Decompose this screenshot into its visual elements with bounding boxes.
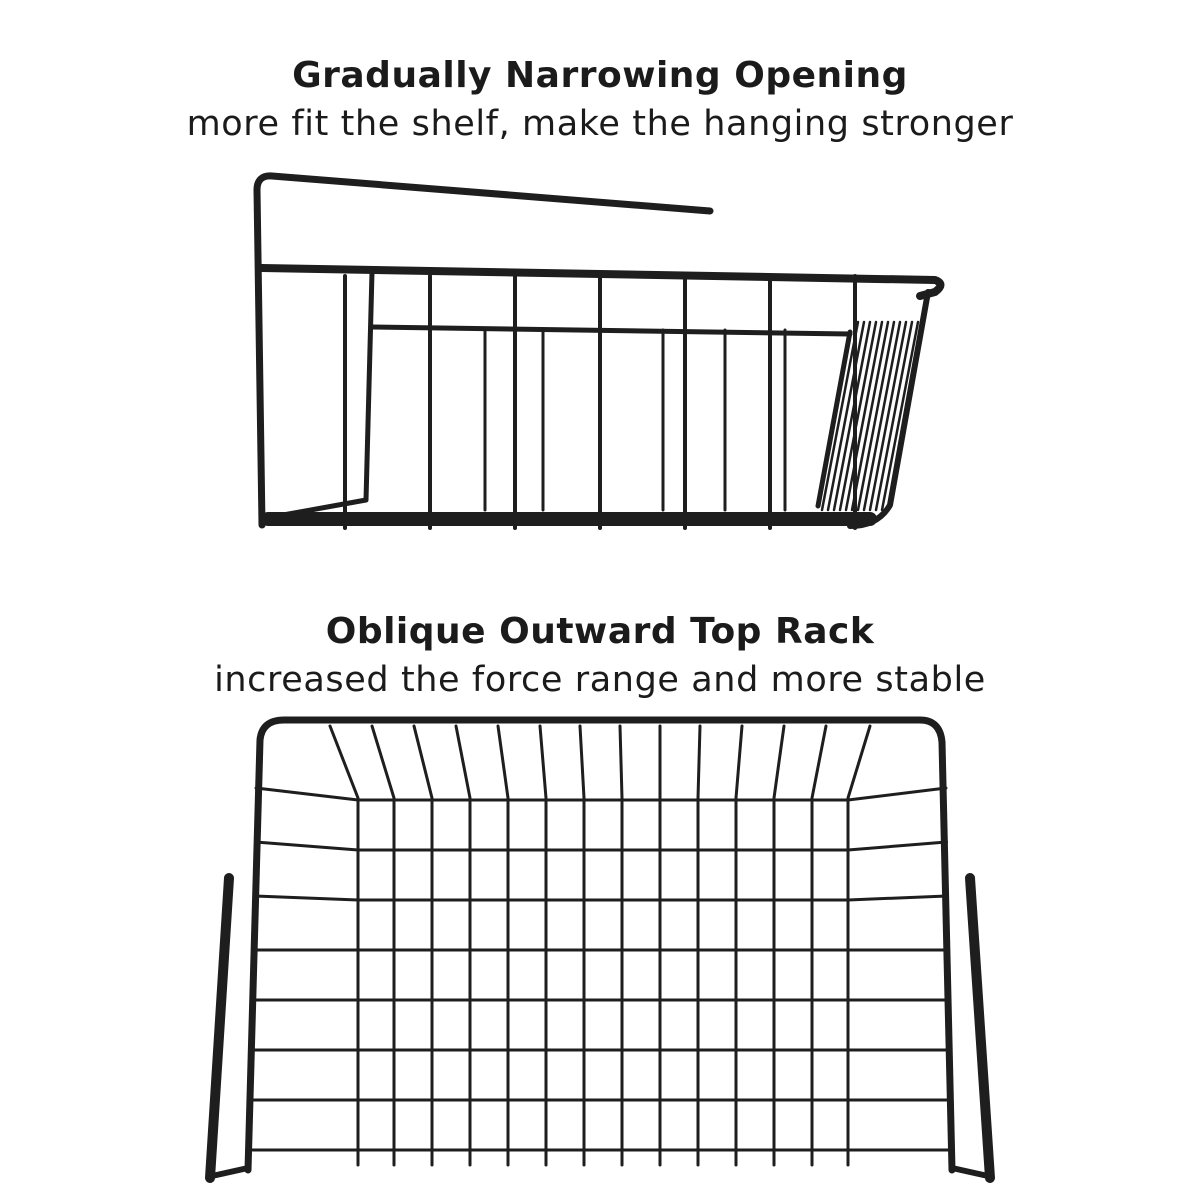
basket-top-frame xyxy=(205,716,995,1183)
basket-end-wire xyxy=(874,320,914,512)
grid-vertical-wire xyxy=(496,724,510,1167)
basket-end-wire xyxy=(886,320,926,512)
basket-end-wire xyxy=(856,320,896,512)
grid-vertical-wire xyxy=(810,724,828,1167)
grid-vertical-wire xyxy=(696,724,702,1167)
basket-side-view-illustration xyxy=(253,172,945,530)
basket-end-wire xyxy=(832,320,872,512)
feature-title: Oblique Outward Top Rack xyxy=(325,611,875,652)
grid-vertical-wire xyxy=(578,724,586,1167)
grid-vertical-wire xyxy=(618,724,624,1167)
basket-end-wire xyxy=(820,320,860,512)
grid-horizontal-wire xyxy=(253,894,949,902)
grid-vertical-wire xyxy=(412,724,434,1167)
grid-vertical-wire xyxy=(328,724,360,1167)
grid-vertical-wire xyxy=(538,724,548,1167)
grid-vertical-wire xyxy=(772,724,786,1167)
feature-subtitle: more fit the shelf, make the hanging str… xyxy=(186,104,1014,144)
basket-end-wire xyxy=(880,320,920,512)
grid-vertical-wire xyxy=(846,724,872,1167)
grid-horizontal-wire xyxy=(254,840,948,852)
basket-side-vertical-wires xyxy=(343,274,857,530)
basket-end-wire xyxy=(838,320,878,512)
basket-end-slanted-wires xyxy=(820,320,926,512)
basket-end-wire xyxy=(850,320,890,512)
grid-horizontal-wire xyxy=(254,786,948,802)
basket-end-wire xyxy=(868,320,908,512)
feature-caption-oblique-top-rack: Oblique Outward Top Rack increased the f… xyxy=(0,608,1200,704)
basket-top-grid-wires xyxy=(251,724,951,1167)
grid-vertical-wire xyxy=(734,724,744,1167)
feature-subtitle: increased the force range and more stabl… xyxy=(214,660,986,700)
basket-top-view-illustration xyxy=(205,716,995,1183)
basket-end-wire xyxy=(862,320,902,512)
grid-vertical-wire xyxy=(370,724,396,1167)
feature-title: Gradually Narrowing Opening xyxy=(292,55,908,96)
feature-caption-narrowing-opening: Gradually Narrowing Opening more fit the… xyxy=(0,52,1200,148)
grid-vertical-wire xyxy=(454,724,472,1167)
basket-end-wire xyxy=(844,320,884,512)
basket-end-wire xyxy=(826,320,866,512)
